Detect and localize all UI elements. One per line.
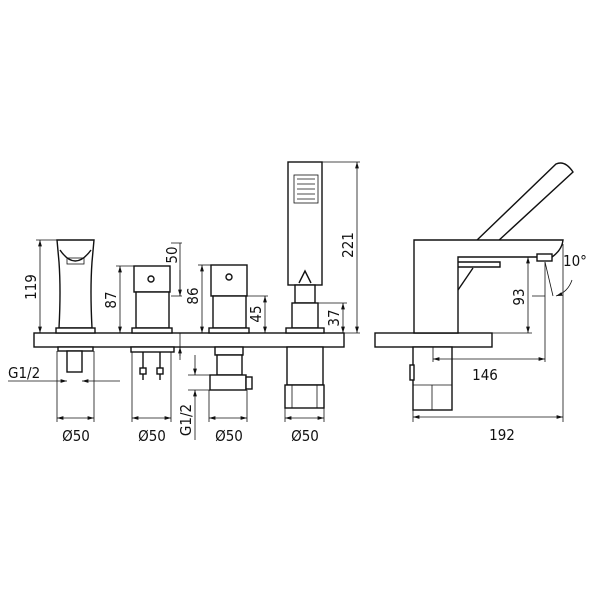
dim-shower-holder: 37 <box>325 309 343 326</box>
dim-side-spout-height: 93 <box>510 288 528 305</box>
cold-valve-front <box>208 264 253 391</box>
dim-shower-total: 221 <box>339 232 357 258</box>
dim-valve-offset: 50 <box>163 246 181 263</box>
diameter-cold-valve: Ø50 <box>215 427 243 445</box>
hand-shower-front <box>284 161 325 409</box>
spout-front <box>55 239 96 373</box>
diameter-spout: Ø50 <box>62 427 90 445</box>
dim-hot-valve-height: 87 <box>102 291 120 308</box>
side-dimension-lines <box>412 244 573 422</box>
thread-mid-label: G1/2 <box>177 404 195 436</box>
hot-valve-front <box>130 265 175 380</box>
diameter-shower: Ø50 <box>291 427 319 445</box>
dim-spout-angle: 10° <box>563 252 587 270</box>
thread-left-label: G1/2 <box>8 364 40 382</box>
deck-plate-front <box>33 332 345 348</box>
dim-cold-valve-lower: 45 <box>247 305 265 322</box>
front-dimension-lines <box>8 161 360 440</box>
dim-spout-height: 119 <box>22 274 40 300</box>
dim-side-total: 192 <box>489 426 515 444</box>
dim-side-reach: 146 <box>472 366 498 384</box>
diameter-hot-valve: Ø50 <box>138 427 166 445</box>
dim-cold-valve-height: 86 <box>184 287 202 304</box>
